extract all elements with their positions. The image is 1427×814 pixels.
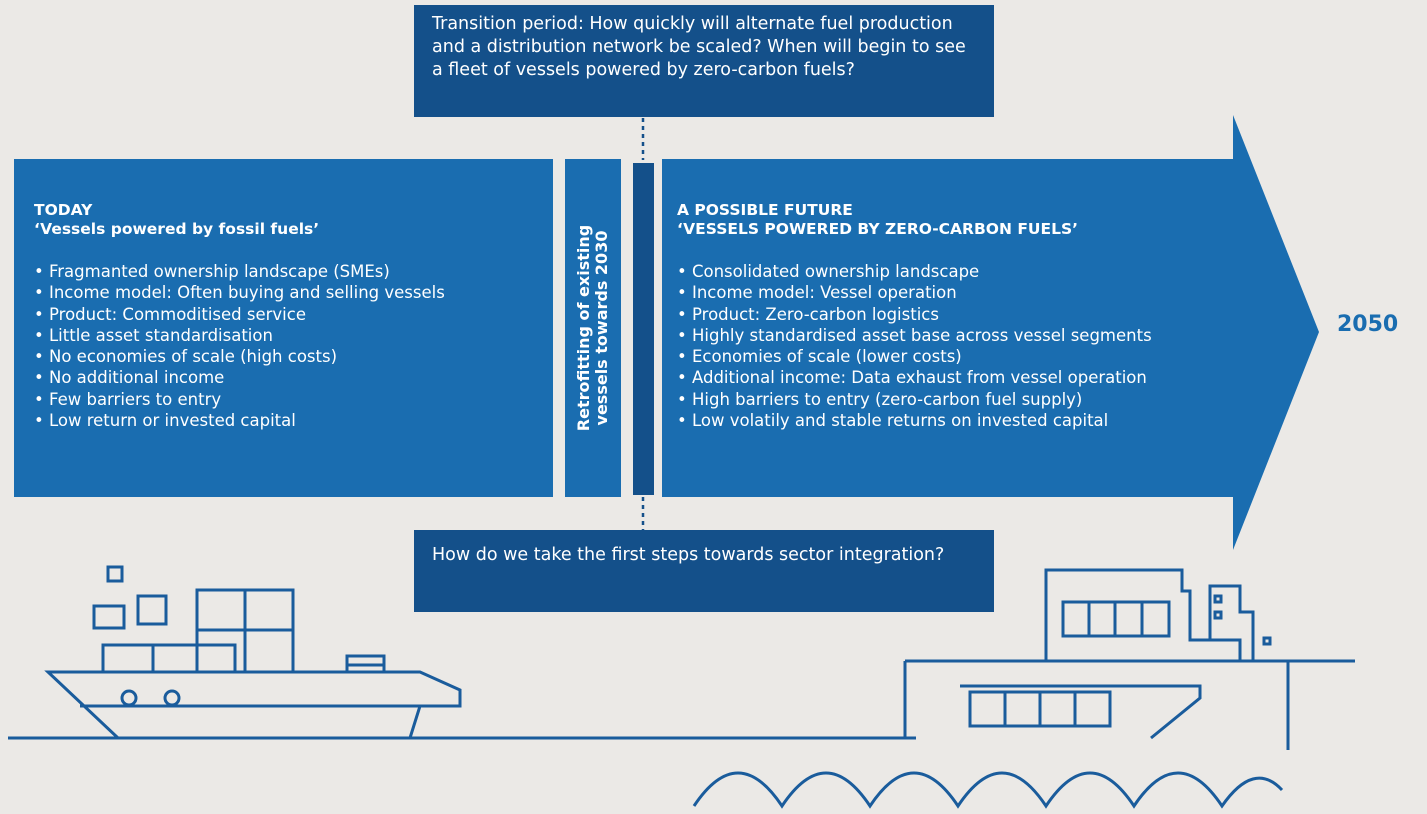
future-point: Economies of scale (lower costs) (677, 346, 1277, 367)
retrofit-panel: Retrofitting of existing vessels towards… (565, 159, 621, 497)
future-point: Low volatily and stable returns on inves… (677, 410, 1277, 431)
today-label: TODAY (34, 201, 93, 219)
future-points: Consolidated ownership landscape Income … (677, 261, 1277, 431)
container-ship-icon (8, 565, 916, 740)
future-label: A POSSIBLE FUTURE (677, 201, 853, 219)
retrofit-label: Retrofitting of existing vessels towards… (574, 224, 611, 432)
transition-question-text: Transition period: How quickly will alte… (432, 14, 966, 80)
future-point: Income model: Vessel operation (677, 282, 1277, 303)
future-point: High barriers to entry (zero-carbon fuel… (677, 389, 1277, 410)
today-point: No economies of scale (high costs) (34, 346, 533, 367)
today-point: Few barriers to entry (34, 389, 533, 410)
sector-question-text: How do we take the first steps towards s… (432, 545, 945, 565)
future-point: Product: Zero-carbon logistics (677, 304, 1277, 325)
today-point: No additional income (34, 367, 533, 388)
today-subtitle: ‘Vessels powered by fossil fuels’ (34, 220, 320, 238)
today-point: Little asset standardisation (34, 325, 533, 346)
waves-icon (692, 771, 1284, 809)
future-panel: A POSSIBLE FUTURE ‘VESSELS POWERED BY ZE… (677, 201, 1277, 431)
transition-divider (633, 163, 654, 495)
zero-carbon-ship-icon (903, 568, 1355, 750)
today-point: Income model: Often buying and selling v… (34, 282, 533, 303)
year-label: 2050 (1337, 312, 1399, 337)
future-point: Highly standardised asset base across ve… (677, 325, 1277, 346)
today-point: Product: Commoditised service (34, 304, 533, 325)
future-subtitle: ‘VESSELS POWERED BY ZERO-CARBON FUELS’ (677, 220, 1079, 238)
retrofit-line-2: vessels towards 2030 (592, 230, 611, 426)
sector-question-box: How do we take the first steps towards s… (414, 530, 994, 612)
today-point: Low return or invested capital (34, 410, 533, 431)
transition-question-box: Transition period: How quickly will alte… (414, 5, 994, 117)
retrofit-line-1: Retrofitting of existing (574, 224, 593, 432)
today-points: Fragmanted ownership landscape (SMEs) In… (34, 261, 533, 431)
today-panel: TODAY ‘Vessels powered by fossil fuels’ … (14, 159, 553, 497)
today-point: Fragmanted ownership landscape (SMEs) (34, 261, 533, 282)
future-point: Additional income: Data exhaust from ves… (677, 367, 1277, 388)
future-point: Consolidated ownership landscape (677, 261, 1277, 282)
